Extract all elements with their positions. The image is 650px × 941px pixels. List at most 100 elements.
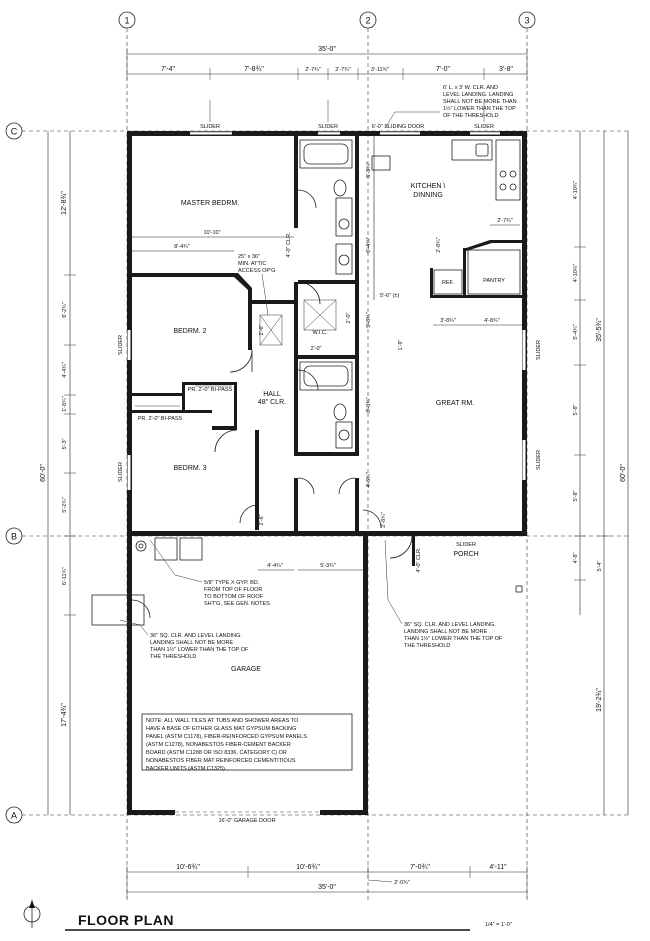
room-wic: W.I.C. — [313, 330, 328, 336]
room-pantry: PANTRY — [483, 278, 505, 284]
grid-bubble-2: 2 — [359, 11, 377, 29]
note-wall-tiles: NOTE: ALL WALL TILES AT TUBS AND SHOWER … — [141, 713, 353, 772]
svg-text:5'-3": 5'-3" — [62, 438, 68, 449]
svg-text:4'-4¾": 4'-4¾" — [267, 563, 283, 569]
svg-text:16'-0" GARAGE DOOR: 16'-0" GARAGE DOOR — [218, 818, 275, 824]
svg-text:SLIDER: SLIDER — [200, 124, 220, 130]
svg-text:5/8" TYPE X GYP. BD.: 5/8" TYPE X GYP. BD. — [204, 580, 260, 586]
svg-text:5'-8": 5'-8" — [573, 490, 579, 501]
drawing-scale: 1/4" = 1'-0" — [485, 922, 512, 928]
svg-text:SHALL NOT BE MORE THAN: SHALL NOT BE MORE THAN — [443, 99, 517, 105]
svg-text:SLIDER: SLIDER — [456, 542, 476, 548]
svg-text:7'-0": 7'-0" — [436, 66, 450, 73]
svg-text:2'-7¾": 2'-7¾" — [497, 218, 513, 224]
svg-text:BOARD (ASTM C1288 OR ISO 8336,: BOARD (ASTM C1288 OR ISO 8336, CATEGORY … — [146, 750, 287, 756]
svg-text:6'-2¾": 6'-2¾" — [62, 302, 68, 318]
svg-text:(ASTM C1278), NONABESTOS FIBER: (ASTM C1278), NONABESTOS FIBER-CEMENT BA… — [146, 742, 291, 748]
svg-text:1: 1 — [124, 16, 129, 26]
svg-text:SLIDER: SLIDER — [536, 450, 542, 470]
top-dimensions: 35'-0" 7'-4" 7'-8¾" 2'-7¾" 2'-7¾" 3'-11¾… — [126, 46, 528, 80]
page-title: FLOOR PLAN — [78, 912, 174, 928]
svg-text:7'-4": 7'-4" — [161, 66, 175, 73]
svg-text:3'-8¾": 3'-8¾" — [440, 318, 456, 324]
svg-text:PANEL (ASTM C1178), FIBER-REIN: PANEL (ASTM C1178), FIBER-REINFORCED GYP… — [146, 734, 307, 740]
svg-text:OF THE THRESHOLD: OF THE THRESHOLD — [443, 113, 498, 119]
interior-walls — [127, 136, 522, 566]
svg-text:MIN. ATTIC: MIN. ATTIC — [238, 261, 266, 267]
svg-text:2'-7¾": 2'-7¾" — [305, 67, 321, 73]
svg-text:SLIDER: SLIDER — [474, 124, 494, 130]
garage-fixtures — [91, 537, 203, 626]
svg-text:4'-4¾": 4'-4¾" — [62, 362, 68, 378]
svg-text:4'-8¾": 4'-8¾" — [484, 318, 500, 324]
svg-text:A: A — [11, 811, 17, 821]
svg-text:B: B — [11, 532, 17, 542]
room-porch: PORCH — [453, 551, 478, 558]
svg-text:25" x 36": 25" x 36" — [238, 254, 260, 260]
windows — [127, 131, 526, 490]
svg-text:1½" LOWER THAN THE TOP: 1½" LOWER THAN THE TOP — [443, 105, 516, 112]
svg-text:6' L. x 3' W. CLR. AND: 6' L. x 3' W. CLR. AND — [443, 85, 498, 91]
svg-text:LANDING SHALL NOT BE MORE: LANDING SHALL NOT BE MORE — [404, 629, 487, 635]
svg-text:4'-10¾": 4'-10¾" — [573, 264, 579, 283]
svg-text:BACKER UNITS (ASTM C1325).: BACKER UNITS (ASTM C1325). — [146, 766, 227, 772]
svg-text:SLIDER: SLIDER — [318, 124, 338, 130]
side-window-markers: SLIDER SLIDER SLIDER SLIDER SLIDER — [118, 335, 542, 548]
svg-text:3: 3 — [524, 16, 529, 26]
right-dimensions: 4'-10¾" 4'-10¾" 5'-4¾" 5'-8" 5'-8" 4'-8"… — [573, 131, 629, 815]
svg-text:10'-10": 10'-10" — [203, 230, 220, 236]
svg-text:HAVE A BASE OF EITHER GLASS MA: HAVE A BASE OF EITHER GLASS MAT GYPSUM B… — [146, 726, 296, 732]
svg-text:4'-6¾": 4'-6¾" — [366, 472, 372, 488]
exterior-walls — [127, 131, 527, 815]
svg-text:SLIDER: SLIDER — [118, 462, 124, 482]
room-garage: GARAGE — [231, 666, 261, 673]
svg-text:THE THRESHOLD: THE THRESHOLD — [404, 643, 450, 649]
garage-door: 16'-0" GARAGE DOOR — [175, 811, 320, 824]
svg-text:7'-8¾": 7'-8¾" — [244, 66, 264, 73]
svg-text:17'-4¾": 17'-4¾" — [61, 703, 68, 727]
svg-text:2'-8¾": 2'-8¾" — [436, 237, 442, 253]
svg-text:LANDING SHALL NOT BE MORE: LANDING SHALL NOT BE MORE — [150, 640, 233, 646]
left-dimensions: 60'-0" 12'-8¾" 6'-2¾" 4'-4¾" 1'-8¾" 5'-3… — [40, 131, 76, 815]
svg-text:8'-4¾": 8'-4¾" — [174, 244, 190, 250]
svg-text:5'-8": 5'-8" — [573, 404, 579, 415]
grid-bubble-b: B — [5, 527, 23, 545]
svg-text:6'-11¾": 6'-11¾" — [62, 567, 68, 585]
svg-text:36" SQ. CLR. AND LEVEL LANDING: 36" SQ. CLR. AND LEVEL LANDING. — [150, 633, 242, 639]
svg-text:SHT'G, SEE GEN. NOTES: SHT'G, SEE GEN. NOTES — [204, 601, 270, 607]
svg-text:1'-8¾": 1'-8¾" — [62, 396, 68, 412]
svg-text:FROM TOP OF FLOOR: FROM TOP OF FLOOR — [204, 587, 262, 593]
svg-text:SLIDER: SLIDER — [536, 340, 542, 360]
svg-text:5'-2¾": 5'-2¾" — [62, 497, 68, 513]
svg-text:NOTE: ALL WALL TILES AT TUBS A: NOTE: ALL WALL TILES AT TUBS AND SHOWER … — [146, 718, 299, 724]
svg-text:2: 2 — [365, 16, 370, 26]
svg-text:THE THRESHOLD: THE THRESHOLD — [150, 654, 196, 660]
room-hall: HALL — [263, 391, 281, 398]
room-ref: REF. — [442, 280, 454, 286]
top-window-markers: SLIDER SLIDER 6'-0" SLIDING DOOR SLIDER — [200, 100, 494, 130]
title-block: FLOOR PLAN 1/4" = 1'-0" — [65, 912, 512, 931]
svg-text:2'-6": 2'-6" — [259, 514, 265, 525]
svg-text:PR. 2'-0" BI-PASS: PR. 2'-0" BI-PASS — [138, 416, 183, 422]
svg-text:3'-11¾": 3'-11¾" — [371, 67, 389, 73]
svg-text:6'-4¾": 6'-4¾" — [366, 237, 372, 253]
svg-text:4'-11": 4'-11" — [489, 864, 507, 871]
room-kitchen: KITCHEN \ — [411, 183, 446, 190]
svg-text:ACCESS OP'G: ACCESS OP'G — [238, 268, 275, 274]
svg-text:19'-2¾": 19'-2¾" — [596, 688, 603, 712]
svg-text:THAN 1½" LOWER THAN THE TOP OF: THAN 1½" LOWER THAN THE TOP OF — [150, 646, 249, 653]
bottom-dimensions: 10'-6¾" 10'-6¾" 7'-0¾" 4'-11" 35'-0" 2'-… — [126, 864, 528, 898]
svg-text:2'-0": 2'-0" — [346, 312, 352, 323]
svg-text:60'-0": 60'-0" — [40, 464, 47, 482]
bath-fixtures — [299, 139, 353, 449]
svg-text:4'-10¾": 4'-10¾" — [573, 181, 579, 200]
svg-text:35'-5¾": 35'-5¾" — [596, 318, 603, 342]
svg-text:2'-0": 2'-0" — [311, 346, 322, 352]
note-landing-top: 6' L. x 3' W. CLR. AND LEVEL LANDING. LA… — [384, 85, 517, 129]
closet-labels: PR. 2'-0" BI-PASS PR. 2'-0" BI-PASS — [135, 385, 233, 422]
note-landing-porch: 36" SQ. CLR. AND LEVEL LANDING. LANDING … — [384, 539, 503, 649]
svg-text:48" CLR.: 48" CLR. — [258, 399, 286, 406]
svg-text:35'-0": 35'-0" — [318, 46, 336, 53]
room-great: GREAT RM. — [436, 400, 474, 407]
